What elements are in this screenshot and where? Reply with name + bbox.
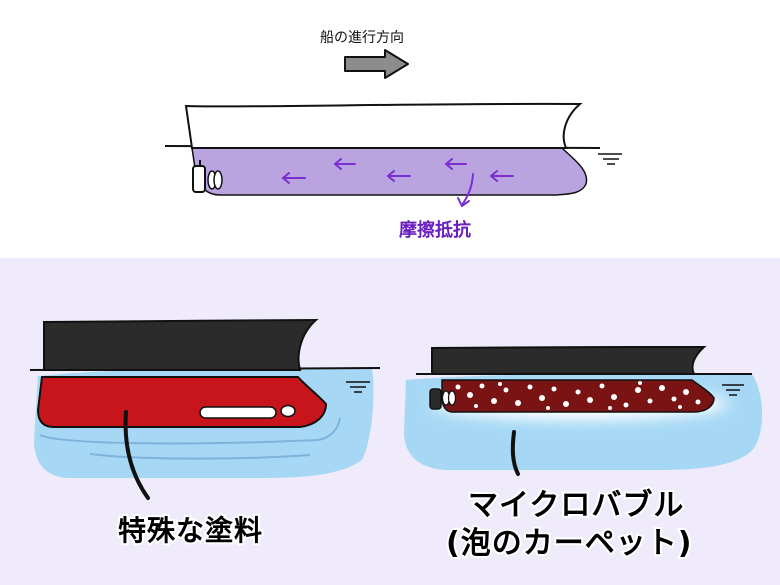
propeller-icon	[192, 160, 223, 193]
paint-ship	[29, 318, 381, 500]
direction-arrow-icon	[344, 49, 409, 79]
coating-label: 特殊な塗料	[116, 512, 264, 549]
wave-mark-icon	[722, 384, 744, 396]
pointer-line	[510, 430, 520, 476]
friction-arrows	[281, 158, 514, 208]
top-ship	[164, 102, 622, 208]
paint-highlight	[199, 406, 277, 419]
bubble-hull	[441, 379, 715, 413]
micro-bubbles	[455, 381, 701, 410]
propeller-icon	[429, 388, 457, 410]
deck-black	[43, 318, 319, 371]
friction-zone	[191, 147, 588, 196]
red-painted-hull	[36, 376, 328, 428]
bubble-label-line2: (泡のカーペット)	[444, 524, 693, 563]
bubble-ship	[404, 345, 763, 476]
ship-hull	[184, 102, 583, 149]
flow-lines	[39, 417, 341, 460]
deck-black	[431, 345, 707, 375]
bubble-label-line1: マイクロバブル	[466, 486, 685, 525]
wave-mark-icon	[598, 153, 622, 165]
wave-mark-icon	[346, 381, 370, 393]
pointer-line	[123, 410, 150, 500]
direction-label: 船の進行方向	[320, 30, 404, 46]
friction-label: 摩擦抵抗	[399, 220, 471, 241]
